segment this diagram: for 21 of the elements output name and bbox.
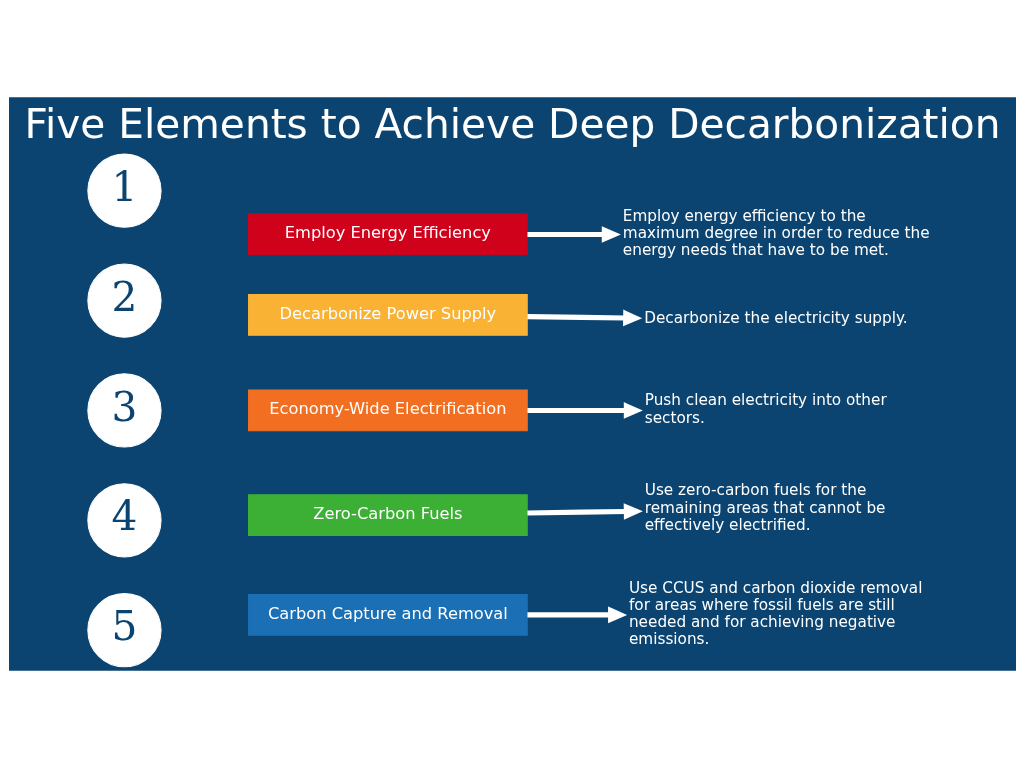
node-box: Zero-Carbon Fuels	[247, 494, 528, 537]
diagram-title: Five Elements to Achieve Deep Decarbonization	[23, 99, 1001, 148]
node-circle: 4	[86, 483, 162, 558]
node-circle: 3	[86, 373, 162, 448]
arrow	[526, 606, 627, 624]
node-box: Decarbonize Power Supply	[247, 294, 528, 336]
node-text: Push clean electricity into other sectors.	[644, 391, 887, 427]
arrow	[526, 309, 642, 327]
node-text: Use CCUS and carbon dioxide removal for areas where fossil fuels are still needed and for achieving negative emissions.	[628, 578, 922, 649]
arrow	[526, 503, 643, 520]
node-circle: 1	[86, 153, 162, 228]
node-circle: 2	[86, 263, 162, 338]
node-box: Employ Energy Efficiency	[247, 213, 528, 256]
node-circle: 5	[86, 593, 162, 668]
node-text: Decarbonize the electricity supply.	[643, 309, 908, 328]
arrow	[526, 402, 643, 419]
node-box: Economy-Wide Electrification	[247, 389, 528, 432]
node-text: Use zero-carbon fuels for the remaining areas that cannot be effectively electrified.	[644, 481, 885, 534]
node-text: Employ energy efficiency to the maximum degree in order to reduce the energy needs that have to be met.	[622, 206, 930, 260]
node-box: Carbon Capture and Removal	[247, 594, 528, 636]
arrow	[526, 226, 621, 243]
